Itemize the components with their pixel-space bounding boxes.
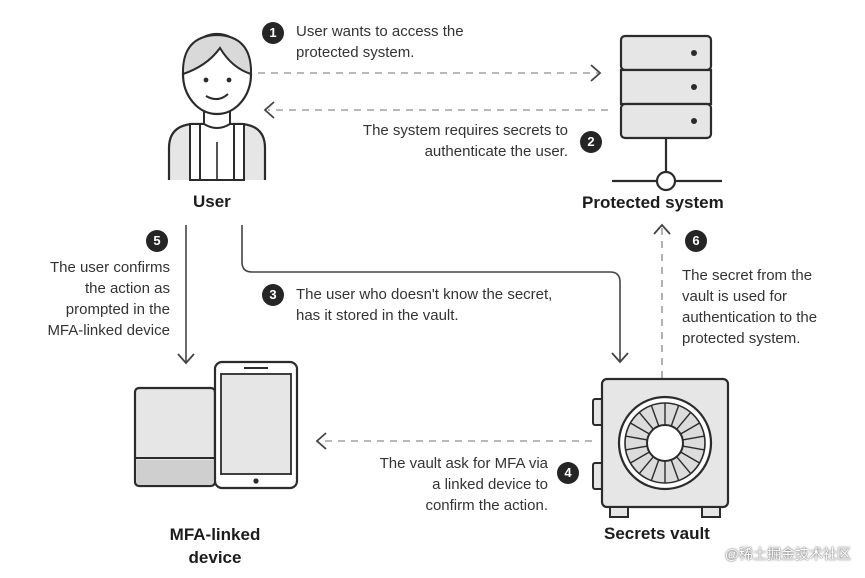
step-6-line-1: The secret from the [682, 267, 813, 284]
mfa-device-label-line-2: device [188, 548, 242, 567]
step-3-line-1: The user who doesn't know the secret, [296, 286, 553, 303]
mfa-device-label: MFA-linked device [150, 523, 280, 569]
arrow-user-to-device [177, 225, 195, 365]
step-3-badge: 3 [262, 284, 284, 306]
step-5-line-3: prompted in the [65, 301, 170, 318]
step-6-line-2: vault is used for [682, 288, 788, 305]
step-6-badge: 6 [685, 230, 707, 252]
arrow-user-to-vault [241, 225, 629, 364]
step-1-text: User wants to access the protected syste… [296, 21, 464, 63]
step-1-badge: 1 [262, 22, 284, 44]
arrow-user-to-system [245, 64, 602, 82]
step-5-badge: 5 [146, 230, 168, 252]
protected-system-label: Protected system [582, 193, 724, 212]
secrets-vault-label: Secrets vault [604, 524, 710, 543]
arrow-vault-to-system [653, 223, 671, 378]
step-6-line-3: authentication to the [682, 309, 818, 326]
step-4-line-1: The vault ask for MFA via [379, 455, 548, 472]
arrow-vault-to-device [315, 432, 592, 450]
step-2-text: The system requires secrets to authentic… [300, 120, 568, 162]
mfa-devices-icon [133, 360, 299, 490]
step-4-line-2: a linked device to [432, 476, 548, 493]
watermark: @稀土掘金技术社区 [724, 546, 851, 562]
step-4-badge: 4 [557, 462, 579, 484]
step-5-line-1: The user confirms [49, 259, 170, 276]
step-1-line-2: protected system. [296, 44, 415, 61]
step-2-line-1: The system requires secrets to [362, 122, 568, 139]
step-6-text: The secret from the vault is used for au… [682, 265, 817, 349]
user-icon [167, 32, 267, 181]
server-icon [612, 34, 722, 192]
step-1-line-1: User wants to access the [296, 23, 464, 40]
step-5-line-2: the action as [84, 280, 170, 297]
mfa-device-label-line-1: MFA-linked [169, 525, 261, 544]
user-label: User [193, 192, 231, 211]
step-3-line-2: has it stored in the vault. [296, 307, 459, 324]
arrow-system-to-user [263, 101, 608, 119]
step-5-text: The user confirms the action as prompted… [10, 257, 170, 341]
step-4-text: The vault ask for MFA via a linked devic… [330, 453, 548, 516]
vault-icon [592, 377, 730, 518]
step-6-line-4: protected system. [682, 330, 801, 347]
step-2-badge: 2 [580, 131, 602, 153]
step-4-line-3: confirm the action. [425, 497, 548, 514]
step-5-line-4: MFA-linked device [47, 322, 170, 339]
step-3-text: The user who doesn't know the secret, ha… [296, 284, 552, 326]
step-2-line-2: authenticate the user. [424, 143, 568, 160]
